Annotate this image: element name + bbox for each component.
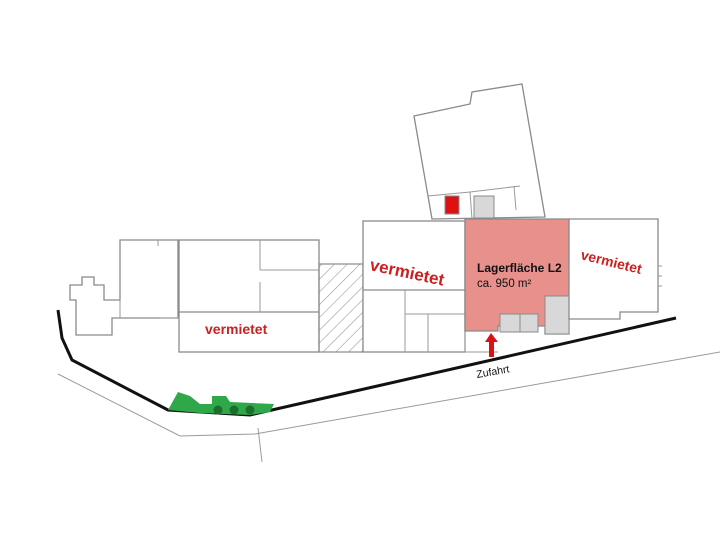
site-boundary-line xyxy=(56,309,677,417)
unit-l2-title: Lagerfläche L2 xyxy=(477,261,562,275)
unit-l2 xyxy=(464,218,570,353)
tree-icon xyxy=(229,405,239,415)
rented-label-west: vermietet xyxy=(205,321,268,337)
building-north xyxy=(413,83,546,220)
access-arrow-icon xyxy=(485,333,498,357)
red-marker xyxy=(444,195,460,215)
tree-icon xyxy=(245,405,255,415)
hatched-passage xyxy=(318,263,364,353)
access-label: Zufahrt xyxy=(475,363,510,381)
street-edges xyxy=(57,351,720,463)
building-middle xyxy=(362,220,466,353)
unit-l2-area-text: ca. 950 m² xyxy=(477,278,531,290)
building-east xyxy=(568,218,662,320)
left-annex xyxy=(69,239,179,336)
tree-icon xyxy=(213,405,223,415)
green-area xyxy=(168,392,274,415)
